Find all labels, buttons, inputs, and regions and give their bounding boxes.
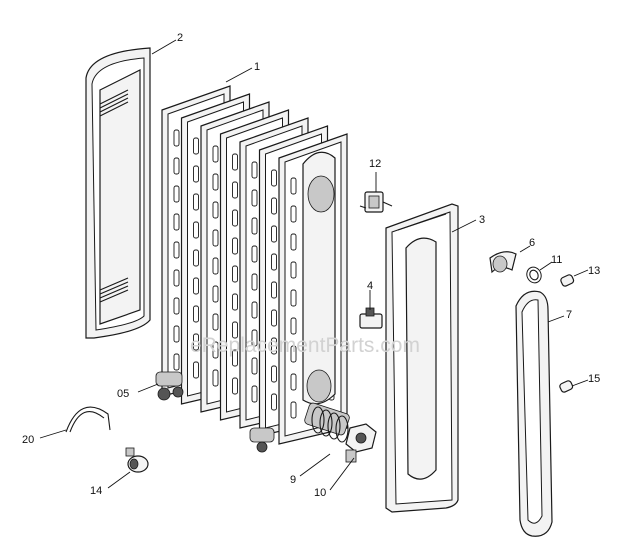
part-6-cap (489, 251, 517, 274)
part-4-switch (359, 307, 383, 329)
callout-11: 11 (551, 254, 562, 266)
callout-05: 05 (117, 388, 129, 400)
callout-4: 4 (367, 280, 373, 292)
part-15-plug (559, 380, 574, 393)
callout-2: 2 (177, 32, 183, 44)
part-11-ring (526, 266, 542, 284)
part-7-handle-rail (515, 290, 553, 537)
part-20-curved-wire (65, 406, 111, 433)
part-2-rear-cover (85, 47, 151, 339)
callout-1: 1 (254, 61, 260, 73)
part-13-plug (560, 274, 575, 287)
callout-6: 6 (529, 237, 535, 249)
callout-14: 14 (90, 485, 102, 497)
part-1-radiator-fins (161, 85, 348, 445)
watermark-text: eReplacementParts.com (190, 334, 420, 357)
part-05-caster-foot (155, 371, 275, 453)
part-14-caster-wheel (125, 447, 149, 473)
callout-numbers: 2 1 3 4 05 6 7 9 10 11 12 13 14 15 20 (22, 32, 600, 499)
callout-20: 20 (22, 434, 34, 446)
radiator-front-fin (302, 151, 336, 405)
callout-7: 7 (566, 309, 572, 321)
callout-15: 15 (588, 373, 600, 385)
part-3-front-cover (385, 203, 459, 513)
callout-13: 13 (588, 265, 600, 277)
callout-12: 12 (369, 158, 381, 170)
callout-3: 3 (479, 214, 485, 226)
callout-9: 9 (290, 474, 296, 486)
leader-lines (39, 39, 589, 491)
part-12-thermostat-switch (359, 191, 393, 213)
callout-10: 10 (314, 487, 326, 499)
